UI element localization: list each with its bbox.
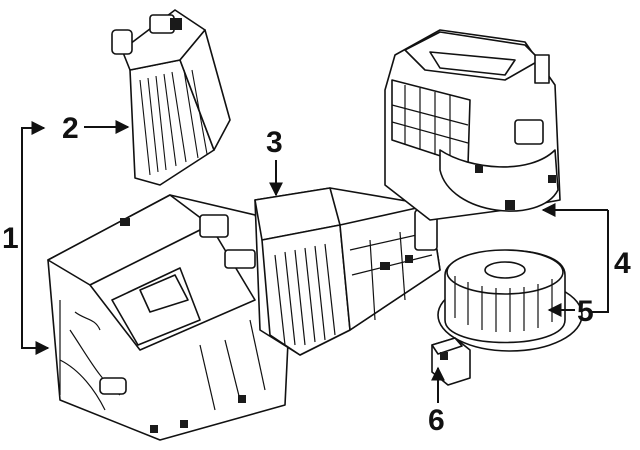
callout-1-bracket — [21, 127, 38, 349]
blower-motor-illustration — [437, 249, 583, 352]
heater-housing-illustration — [47, 194, 291, 441]
callout-6: 6 — [428, 404, 445, 437]
callout-4-bracket — [590, 210, 609, 313]
callout-2: 2 — [62, 112, 79, 145]
callout-leaders — [21, 120, 609, 403]
blower-housing-illustration — [384, 29, 561, 221]
callout-4: 4 — [614, 247, 631, 280]
evaporator-case-illustration — [254, 187, 441, 356]
callout-3: 3 — [266, 126, 283, 159]
heater-core-illustration — [111, 9, 231, 186]
callout-5: 5 — [577, 295, 594, 328]
callout-1: 1 — [2, 222, 19, 255]
